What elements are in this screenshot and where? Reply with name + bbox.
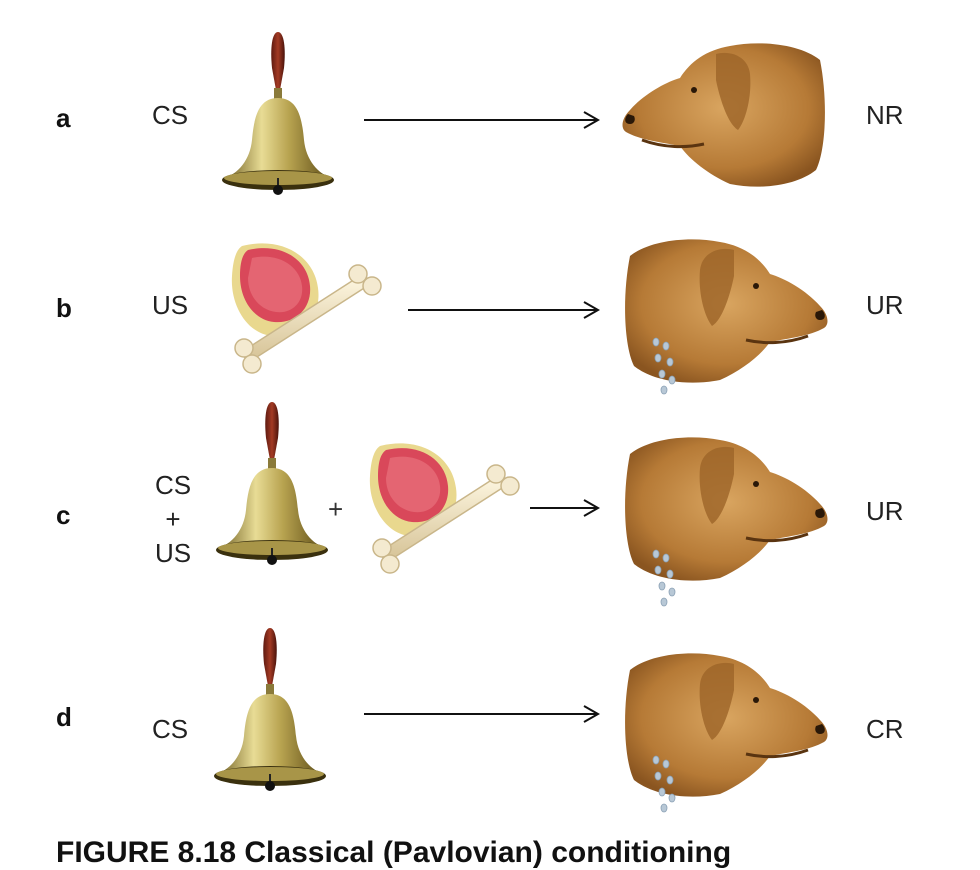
drool-icon [650,548,680,608]
arrow-icon [530,499,601,517]
arrow-icon [364,111,601,129]
row-c-letter: c [56,500,71,530]
figure-caption: FIGURE 8.18 Classical (Pavlovian) condit… [56,836,732,869]
row-d-response: CR [866,714,904,744]
bell-icon [218,28,338,198]
meat-bone-icon [222,236,392,386]
row-d-letter: d [56,702,72,732]
row-a-letter: a [56,103,71,133]
bell-icon [210,624,330,794]
row-c-plus-left: + [165,504,181,534]
row-c-response: UR [866,496,904,526]
arrow-icon [364,705,601,723]
row-b-letter: b [56,293,72,323]
dog-head-icon [620,40,830,190]
arrow-icon [408,301,601,319]
row-a-stimulus: CS [152,100,189,130]
row-d-stimulus: CS [152,714,189,744]
row-c-plus-mid: + [328,494,344,524]
row-c-stimulus-top: CS [154,470,192,500]
bell-icon [212,398,332,568]
row-c-stimulus-bottom: US [154,538,192,568]
row-a-response: NR [866,100,904,130]
meat-bone-icon [360,436,530,586]
row-b-response: UR [866,290,904,320]
drool-icon [650,336,680,396]
drool-icon [650,754,680,814]
row-b-stimulus: US [152,290,189,320]
row-c-stimulus-stack: CS + US [143,468,203,570]
